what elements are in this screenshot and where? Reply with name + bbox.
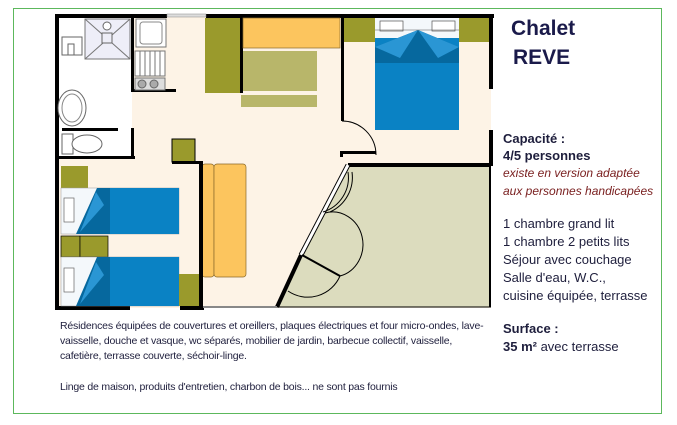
toilet-bowl: [71, 134, 103, 154]
surface-area: 35 m²: [503, 339, 537, 354]
chalet-name: REVE: [513, 46, 571, 69]
wardrobe: [205, 18, 240, 93]
sofa-back: [201, 163, 215, 278]
capacity-label: Capacité :: [503, 131, 566, 146]
not-provided-note: Linge de maison, produits d'entretien, c…: [60, 381, 398, 393]
room-item: 1 chambre 2 petits lits: [503, 234, 630, 249]
equipment-line: cafetière, terrasse couverte, séchoir-li…: [60, 350, 247, 362]
door-terrace-1: [322, 171, 349, 213]
surface-value: 35 m² avec terrasse: [503, 338, 619, 355]
equipment-line: vaisselle, douche et vasque, wc séparés,…: [60, 335, 453, 347]
door-bedroom: [341, 120, 377, 156]
window-top: [166, 13, 207, 18]
capacity-value: 4/5 personnes: [503, 148, 591, 163]
cabinet-small: [171, 138, 196, 163]
toilet-tank: [61, 133, 74, 155]
room-item: Séjour avec couchage: [503, 252, 632, 267]
table: [243, 51, 317, 91]
accessibility-note-2: aux personnes handicapées: [503, 184, 654, 198]
room-item: cuisine équipée, terrasse: [503, 288, 648, 303]
surface-note: avec terrasse: [536, 339, 619, 354]
room-item: 1 chambre grand lit: [503, 216, 615, 231]
chalet-title: Chalet: [511, 17, 576, 40]
surface-label: Surface :: [503, 321, 559, 336]
sofa-seat: [213, 163, 247, 278]
nightstand: [60, 235, 81, 258]
table-bench: [241, 95, 317, 107]
equipment-line: Résidences équipées de couvertures et or…: [60, 320, 484, 332]
accessibility-note-1: existe en version adaptée: [503, 166, 640, 180]
room-item: Salle d'eau, W.C.,: [503, 270, 606, 285]
door-terrace-2: [324, 211, 364, 277]
bench: [242, 17, 341, 49]
